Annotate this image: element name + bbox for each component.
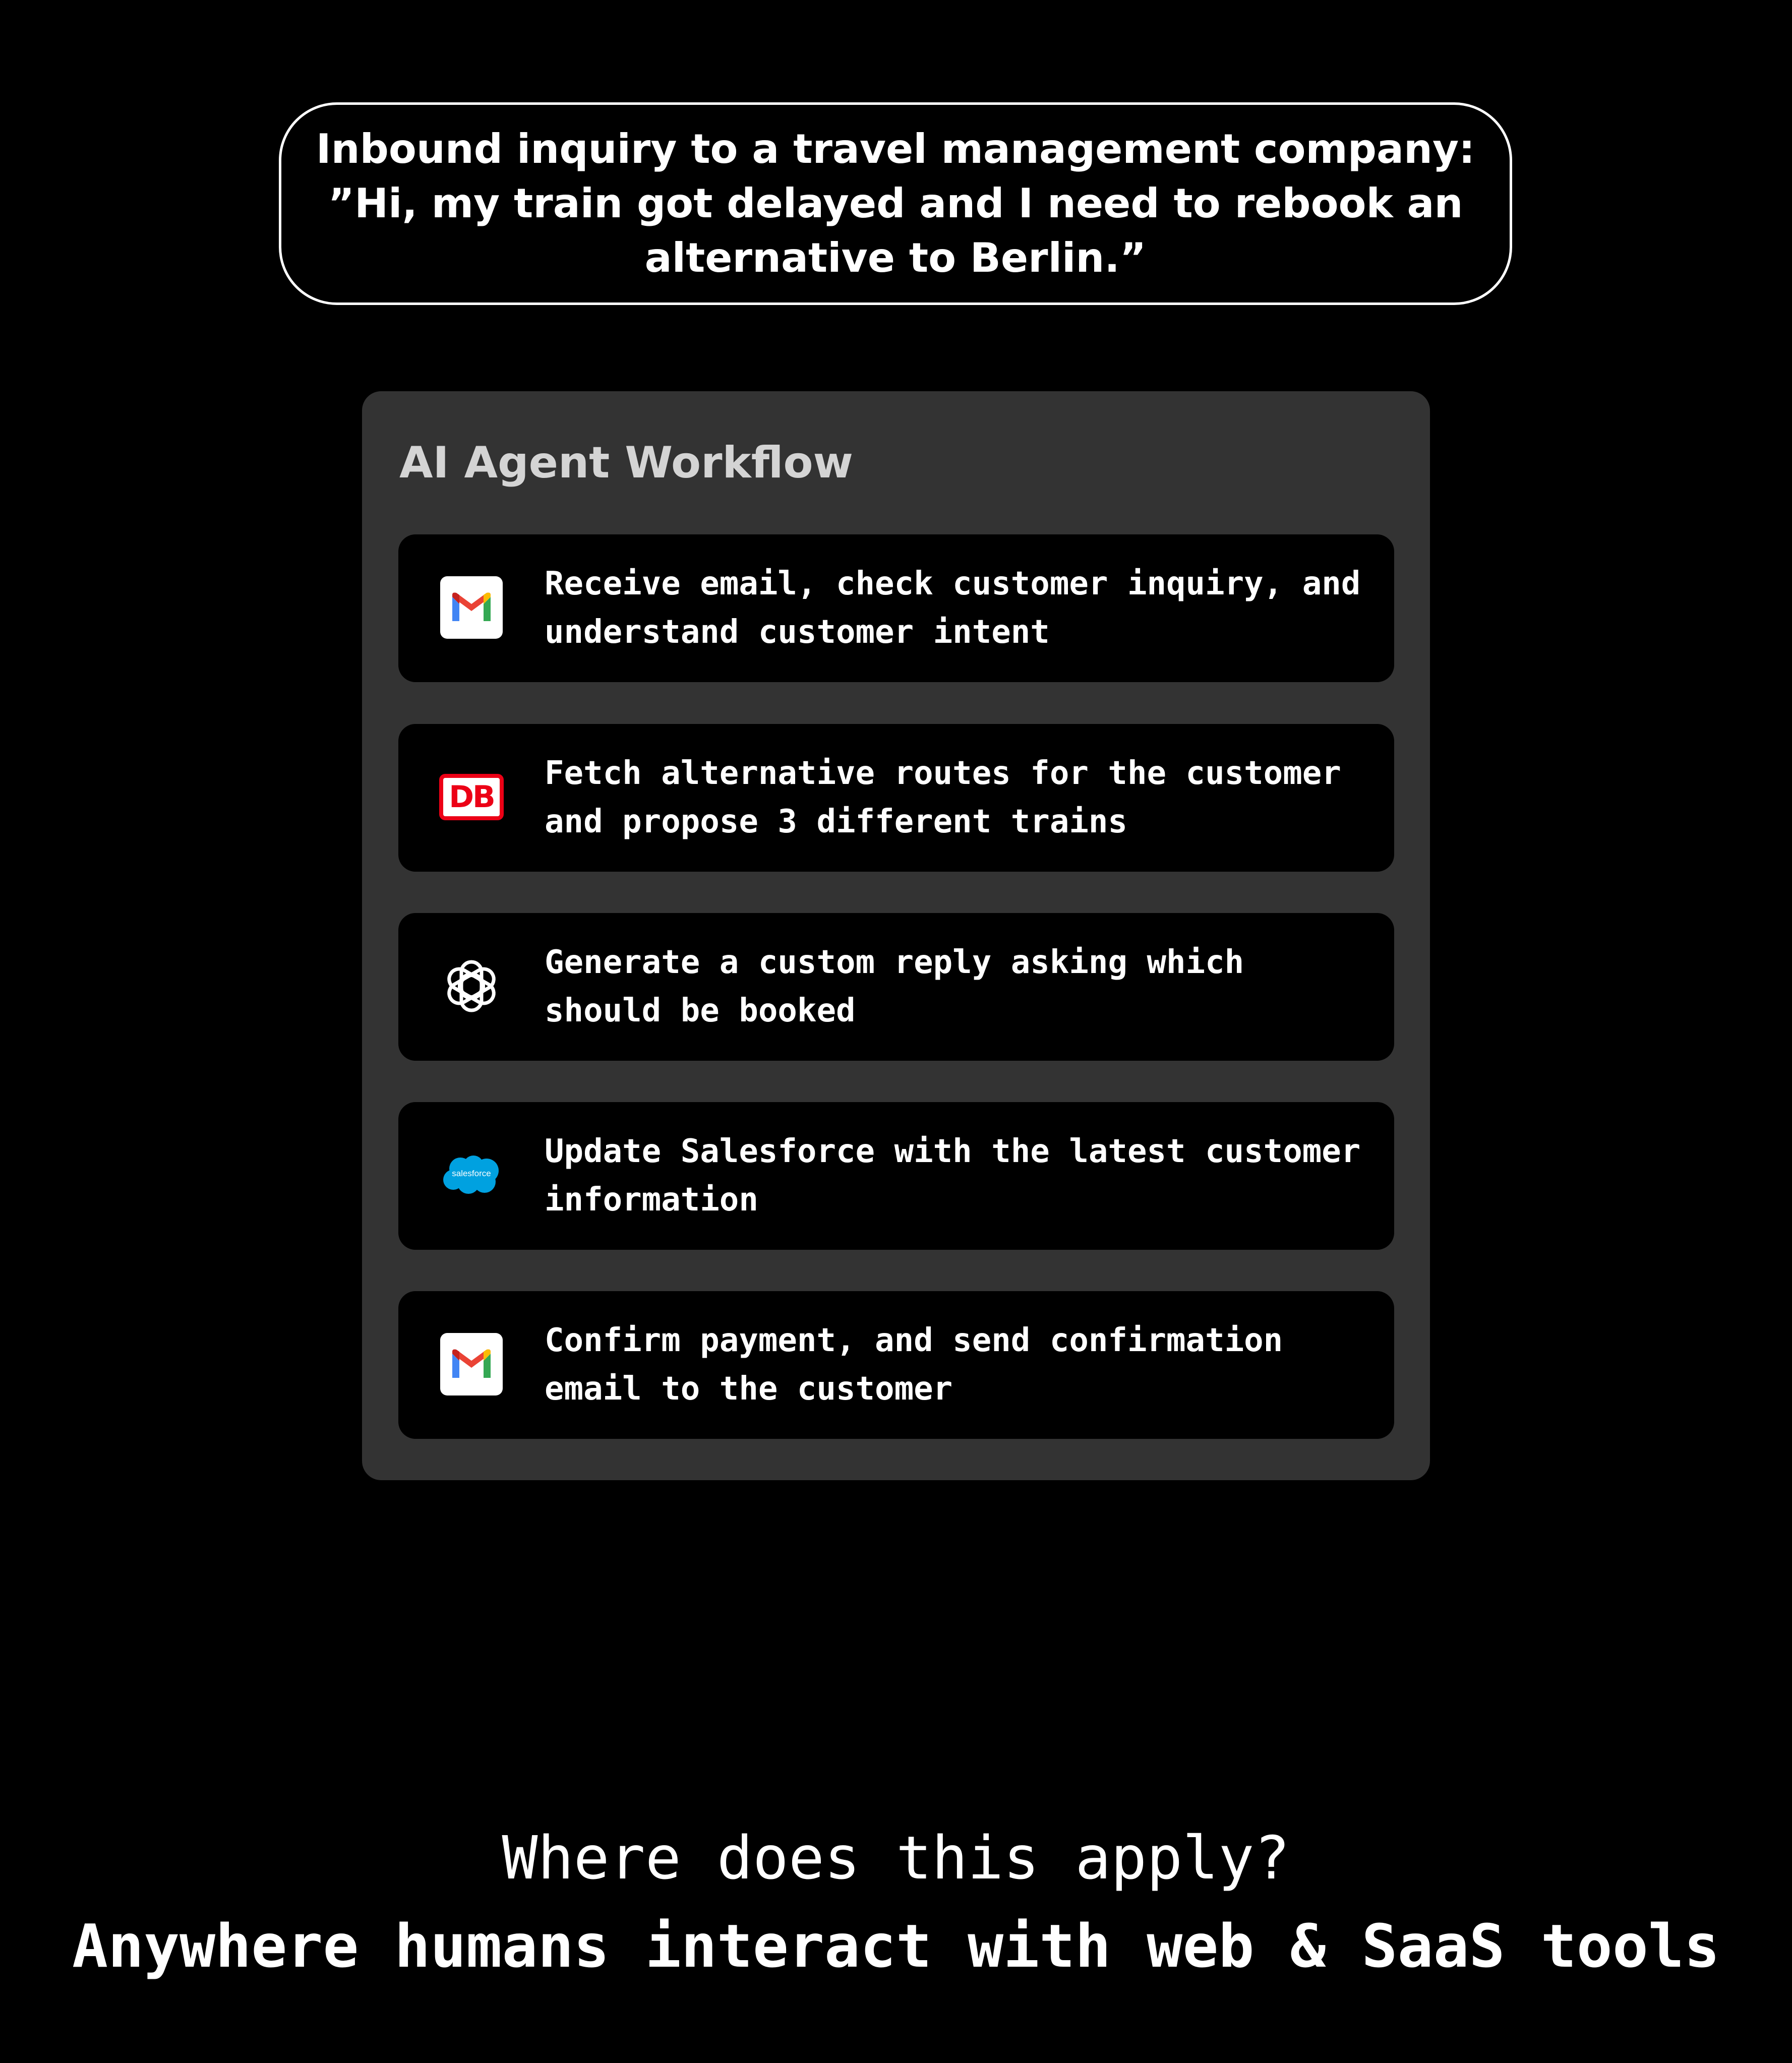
step-line: Fetch alternative routes for the custome… bbox=[545, 755, 1341, 792]
workflow-title: AI Agent Workflow bbox=[399, 438, 853, 488]
salesforce-icon: salesforce bbox=[439, 1142, 504, 1208]
workflow-step-receive-email: Receive email, check customer inquiry, a… bbox=[398, 534, 1394, 682]
inquiry-line: ”Hi, my train got delayed and I need to … bbox=[328, 180, 1463, 227]
step-text: Update Salesforce with the latest custom… bbox=[545, 1127, 1361, 1224]
footer-question: Where does this apply? bbox=[502, 1823, 1290, 1893]
workflow-step-fetch-routes: DB Fetch alternative routes for the cust… bbox=[398, 724, 1394, 872]
workflow-step-update-salesforce: salesforce Update Salesforce with the la… bbox=[398, 1102, 1394, 1250]
step-line: email to the customer bbox=[545, 1370, 953, 1408]
step-line: understand customer intent bbox=[545, 614, 1050, 651]
inquiry-box: Inbound inquiry to a travel management c… bbox=[279, 102, 1512, 305]
step-text: Fetch alternative routes for the custome… bbox=[545, 749, 1361, 846]
step-line: information bbox=[545, 1181, 758, 1219]
gmail-icon bbox=[439, 1331, 504, 1397]
inquiry-text: Inbound inquiry to a travel management c… bbox=[316, 122, 1475, 285]
footer-answer: Anywhere humans interact with web & SaaS… bbox=[72, 1911, 1720, 1981]
workflow-step-generate-reply: Generate a custom reply asking which sho… bbox=[398, 913, 1394, 1061]
openai-icon bbox=[439, 953, 504, 1019]
step-line: Confirm payment, and send confirmation bbox=[545, 1322, 1283, 1359]
workflow-panel: AI Agent Workflow Receive email, check c… bbox=[362, 391, 1430, 1480]
step-text: Generate a custom reply asking which sho… bbox=[545, 938, 1361, 1035]
step-text: Confirm payment, and send confirmation e… bbox=[545, 1316, 1361, 1413]
gmail-icon bbox=[439, 575, 504, 640]
workflow-step-confirm-payment: Confirm payment, and send confirmation e… bbox=[398, 1291, 1394, 1439]
step-line: and propose 3 different trains bbox=[545, 803, 1127, 840]
step-line: Receive email, check customer inquiry, a… bbox=[545, 565, 1361, 602]
step-text: Receive email, check customer inquiry, a… bbox=[545, 560, 1361, 656]
db-logo-text: DB bbox=[439, 774, 504, 820]
inquiry-line: Inbound inquiry to a travel management c… bbox=[316, 126, 1475, 172]
step-line: should be booked bbox=[545, 992, 856, 1029]
step-line: Update Salesforce with the latest custom… bbox=[545, 1133, 1361, 1170]
step-line: Generate a custom reply asking which bbox=[545, 944, 1244, 981]
db-icon: DB bbox=[439, 764, 504, 830]
salesforce-logo-text: salesforce bbox=[452, 1169, 491, 1178]
inquiry-line: alternative to Berlin.” bbox=[644, 234, 1147, 281]
